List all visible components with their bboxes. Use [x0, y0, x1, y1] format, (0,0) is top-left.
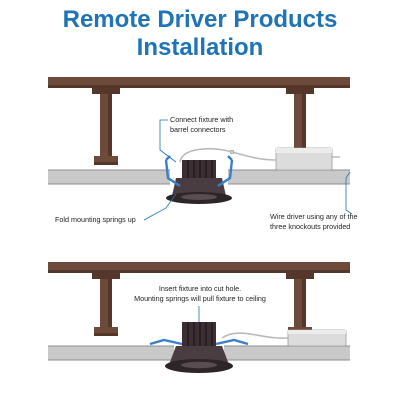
mounting-spring-upper-right	[217, 155, 234, 187]
panel-top	[48, 77, 353, 221]
mounting-spring-lower-right	[215, 338, 249, 346]
callout-lines-upper	[143, 119, 353, 221]
joist-right-lower	[286, 273, 314, 336]
callout-driver: Wire driver using any of the three knock…	[270, 212, 358, 231]
top-beam-lower	[48, 262, 350, 273]
callout-connect: Connect fixture with barrel connectors	[170, 115, 233, 134]
top-beam-upper	[48, 77, 350, 88]
joist-left-lower	[92, 273, 120, 336]
callout-driver-line-1: Wire driver using any of the	[270, 212, 358, 221]
led-fixture-lower	[165, 322, 233, 373]
led-fixture-upper	[166, 160, 232, 204]
callout-springs: Fold mounting springs up	[55, 215, 136, 224]
driver-box-upper	[275, 147, 340, 171]
callout-insert-line-2: Mounting springs will pull fixture to ce…	[134, 293, 266, 303]
callout-insert: Insert fixture into cut hole. Mounting s…	[120, 284, 280, 303]
ceiling-drywall-upper	[48, 169, 350, 185]
barrel-connector-wire-lower	[221, 332, 289, 339]
title-line-2: Installation	[136, 34, 264, 61]
title-line-1: Remote Driver Products	[62, 6, 338, 33]
joist-left-upper	[92, 88, 120, 165]
mounting-spring-lower-left	[149, 338, 183, 346]
driver-box-lower	[287, 329, 347, 347]
ceiling-drywall-lower	[48, 345, 350, 361]
panel-bottom	[48, 262, 350, 373]
page-title: Remote Driver Products Installation	[0, 6, 400, 62]
callout-connect-line-1: Connect fixture with	[170, 115, 234, 124]
callout-connect-line-2: barrel connectors	[170, 124, 226, 134]
callout-insert-line-1: Insert fixture into cut hole.	[158, 284, 242, 293]
callout-driver-line-2: three knockouts provided	[270, 221, 351, 231]
